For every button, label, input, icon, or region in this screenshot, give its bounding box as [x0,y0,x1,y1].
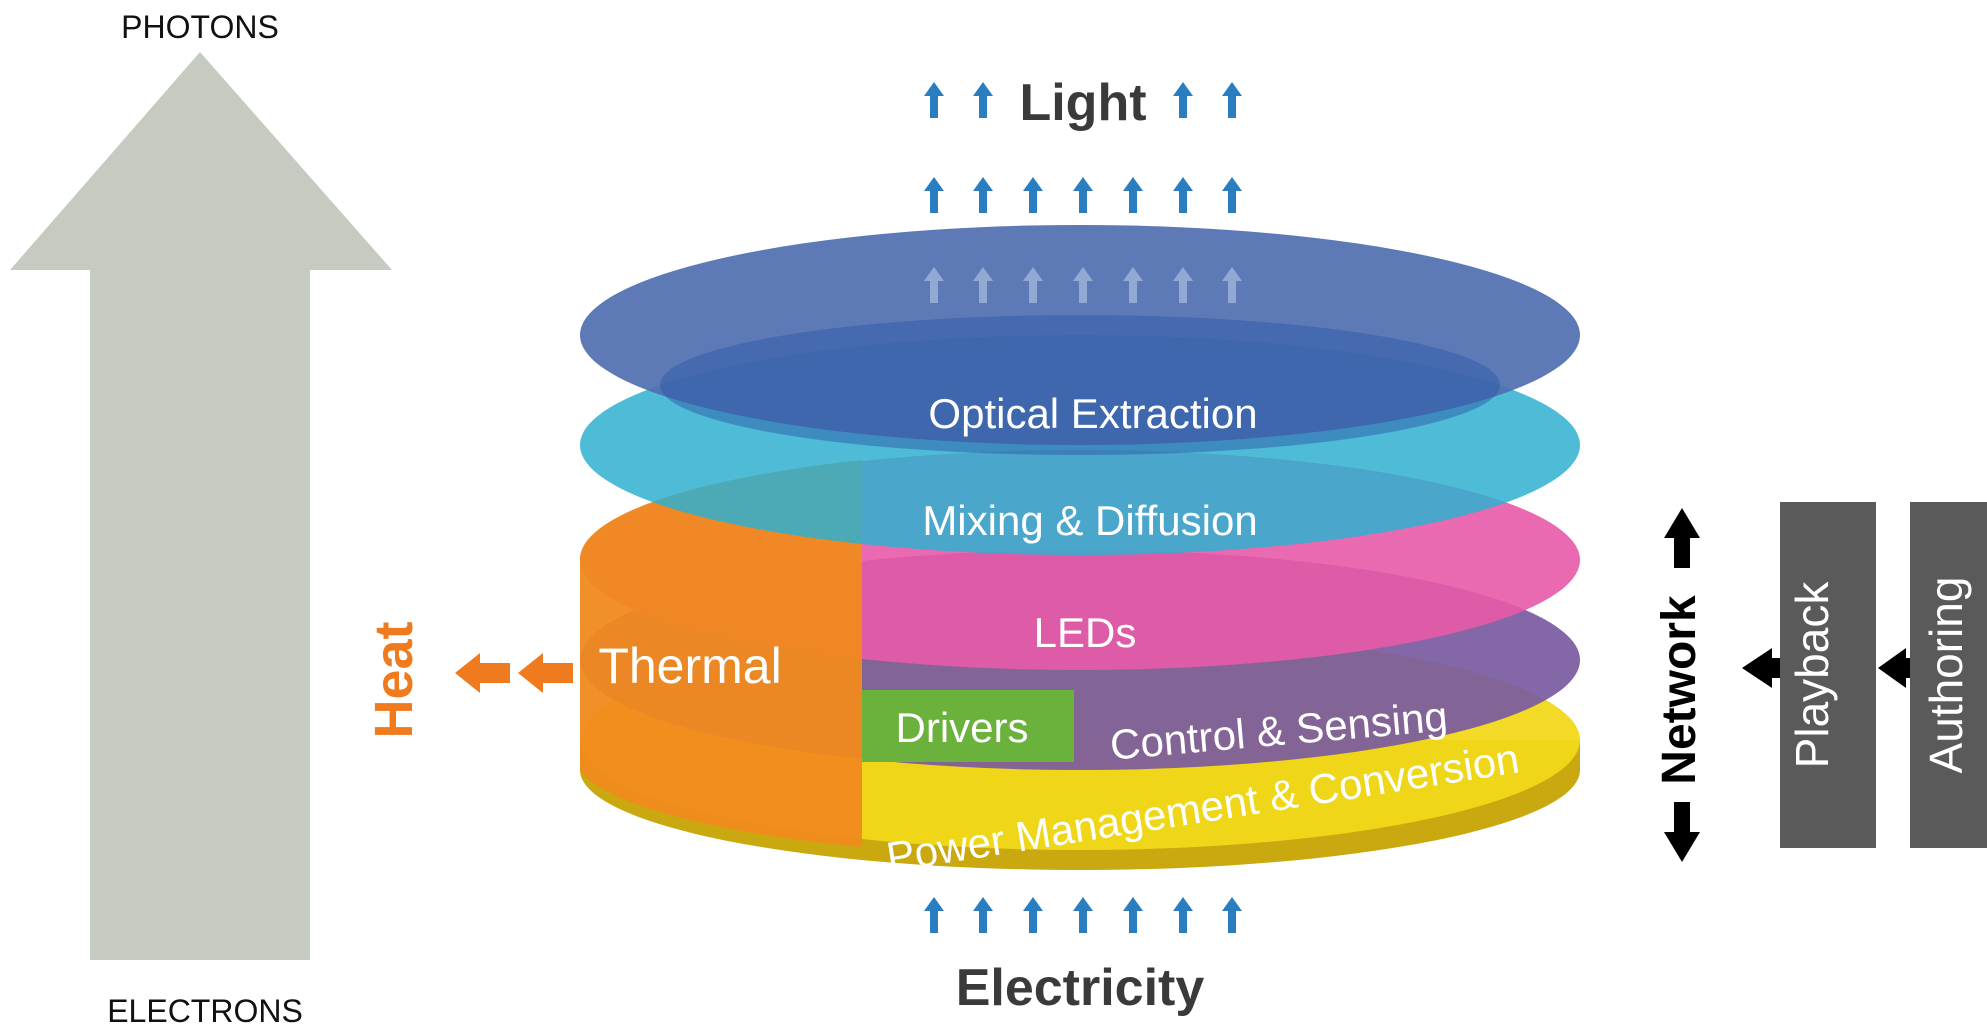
mixing-diffusion-label: Mixing & Diffusion [922,497,1257,544]
up-arrow-icon [1123,897,1143,933]
up-arrow-icon [924,897,944,933]
photons-label: PHOTONS [121,9,279,45]
layer-thermal [579,460,862,847]
left-arrow-icon [1742,648,1782,688]
up-arrow-icon [973,897,993,933]
light-arrows-row [924,177,1242,213]
up-arrow-icon [1173,82,1193,118]
electrons-label: ELECTRONS [107,993,303,1029]
up-arrow-icon [973,82,993,118]
up-arrow-icon [1023,177,1043,213]
down-arrow-icon [1664,802,1700,862]
photon-electron-arrow [10,52,392,960]
network-double-arrow [1664,508,1700,862]
leds-label: LEDs [1034,609,1137,656]
optical-extraction-label: Optical Extraction [928,390,1257,437]
up-arrow-icon [924,82,944,118]
heat-label: Heat [364,621,424,738]
authoring-label: Authoring [1920,577,1972,774]
up-arrow-icon [1173,177,1193,213]
left-arrow-icon [518,653,573,693]
up-arrow-icon [1222,897,1242,933]
up-arrow-icon [924,177,944,213]
heat-arrows [455,653,573,693]
up-arrow-icon [1222,82,1242,118]
light-label: Light [1019,74,1146,132]
thermal-label: Thermal [598,638,781,694]
up-arrow-icon [1023,897,1043,933]
big-up-arrow [10,52,392,960]
drivers-label: Drivers [896,704,1029,751]
layer-optical [580,225,1580,455]
electricity-arrows [924,897,1242,933]
up-arrow-icon [1123,177,1143,213]
playback-box [1780,502,1876,848]
up-arrow-icon [1073,897,1093,933]
up-arrow-icon [1664,508,1700,568]
playback-label: Playback [1786,581,1838,769]
network-label: Network [1653,595,1706,785]
left-arrow-icon [455,653,510,693]
up-arrow-icon [1073,177,1093,213]
up-arrow-icon [973,177,993,213]
authoring-box [1910,502,1987,848]
up-arrow-icon [1173,897,1193,933]
left-arrow-icon [1878,648,1912,688]
up-arrow-icon [1222,177,1242,213]
electricity-label: Electricity [956,959,1205,1017]
layer-drivers [862,690,1074,762]
